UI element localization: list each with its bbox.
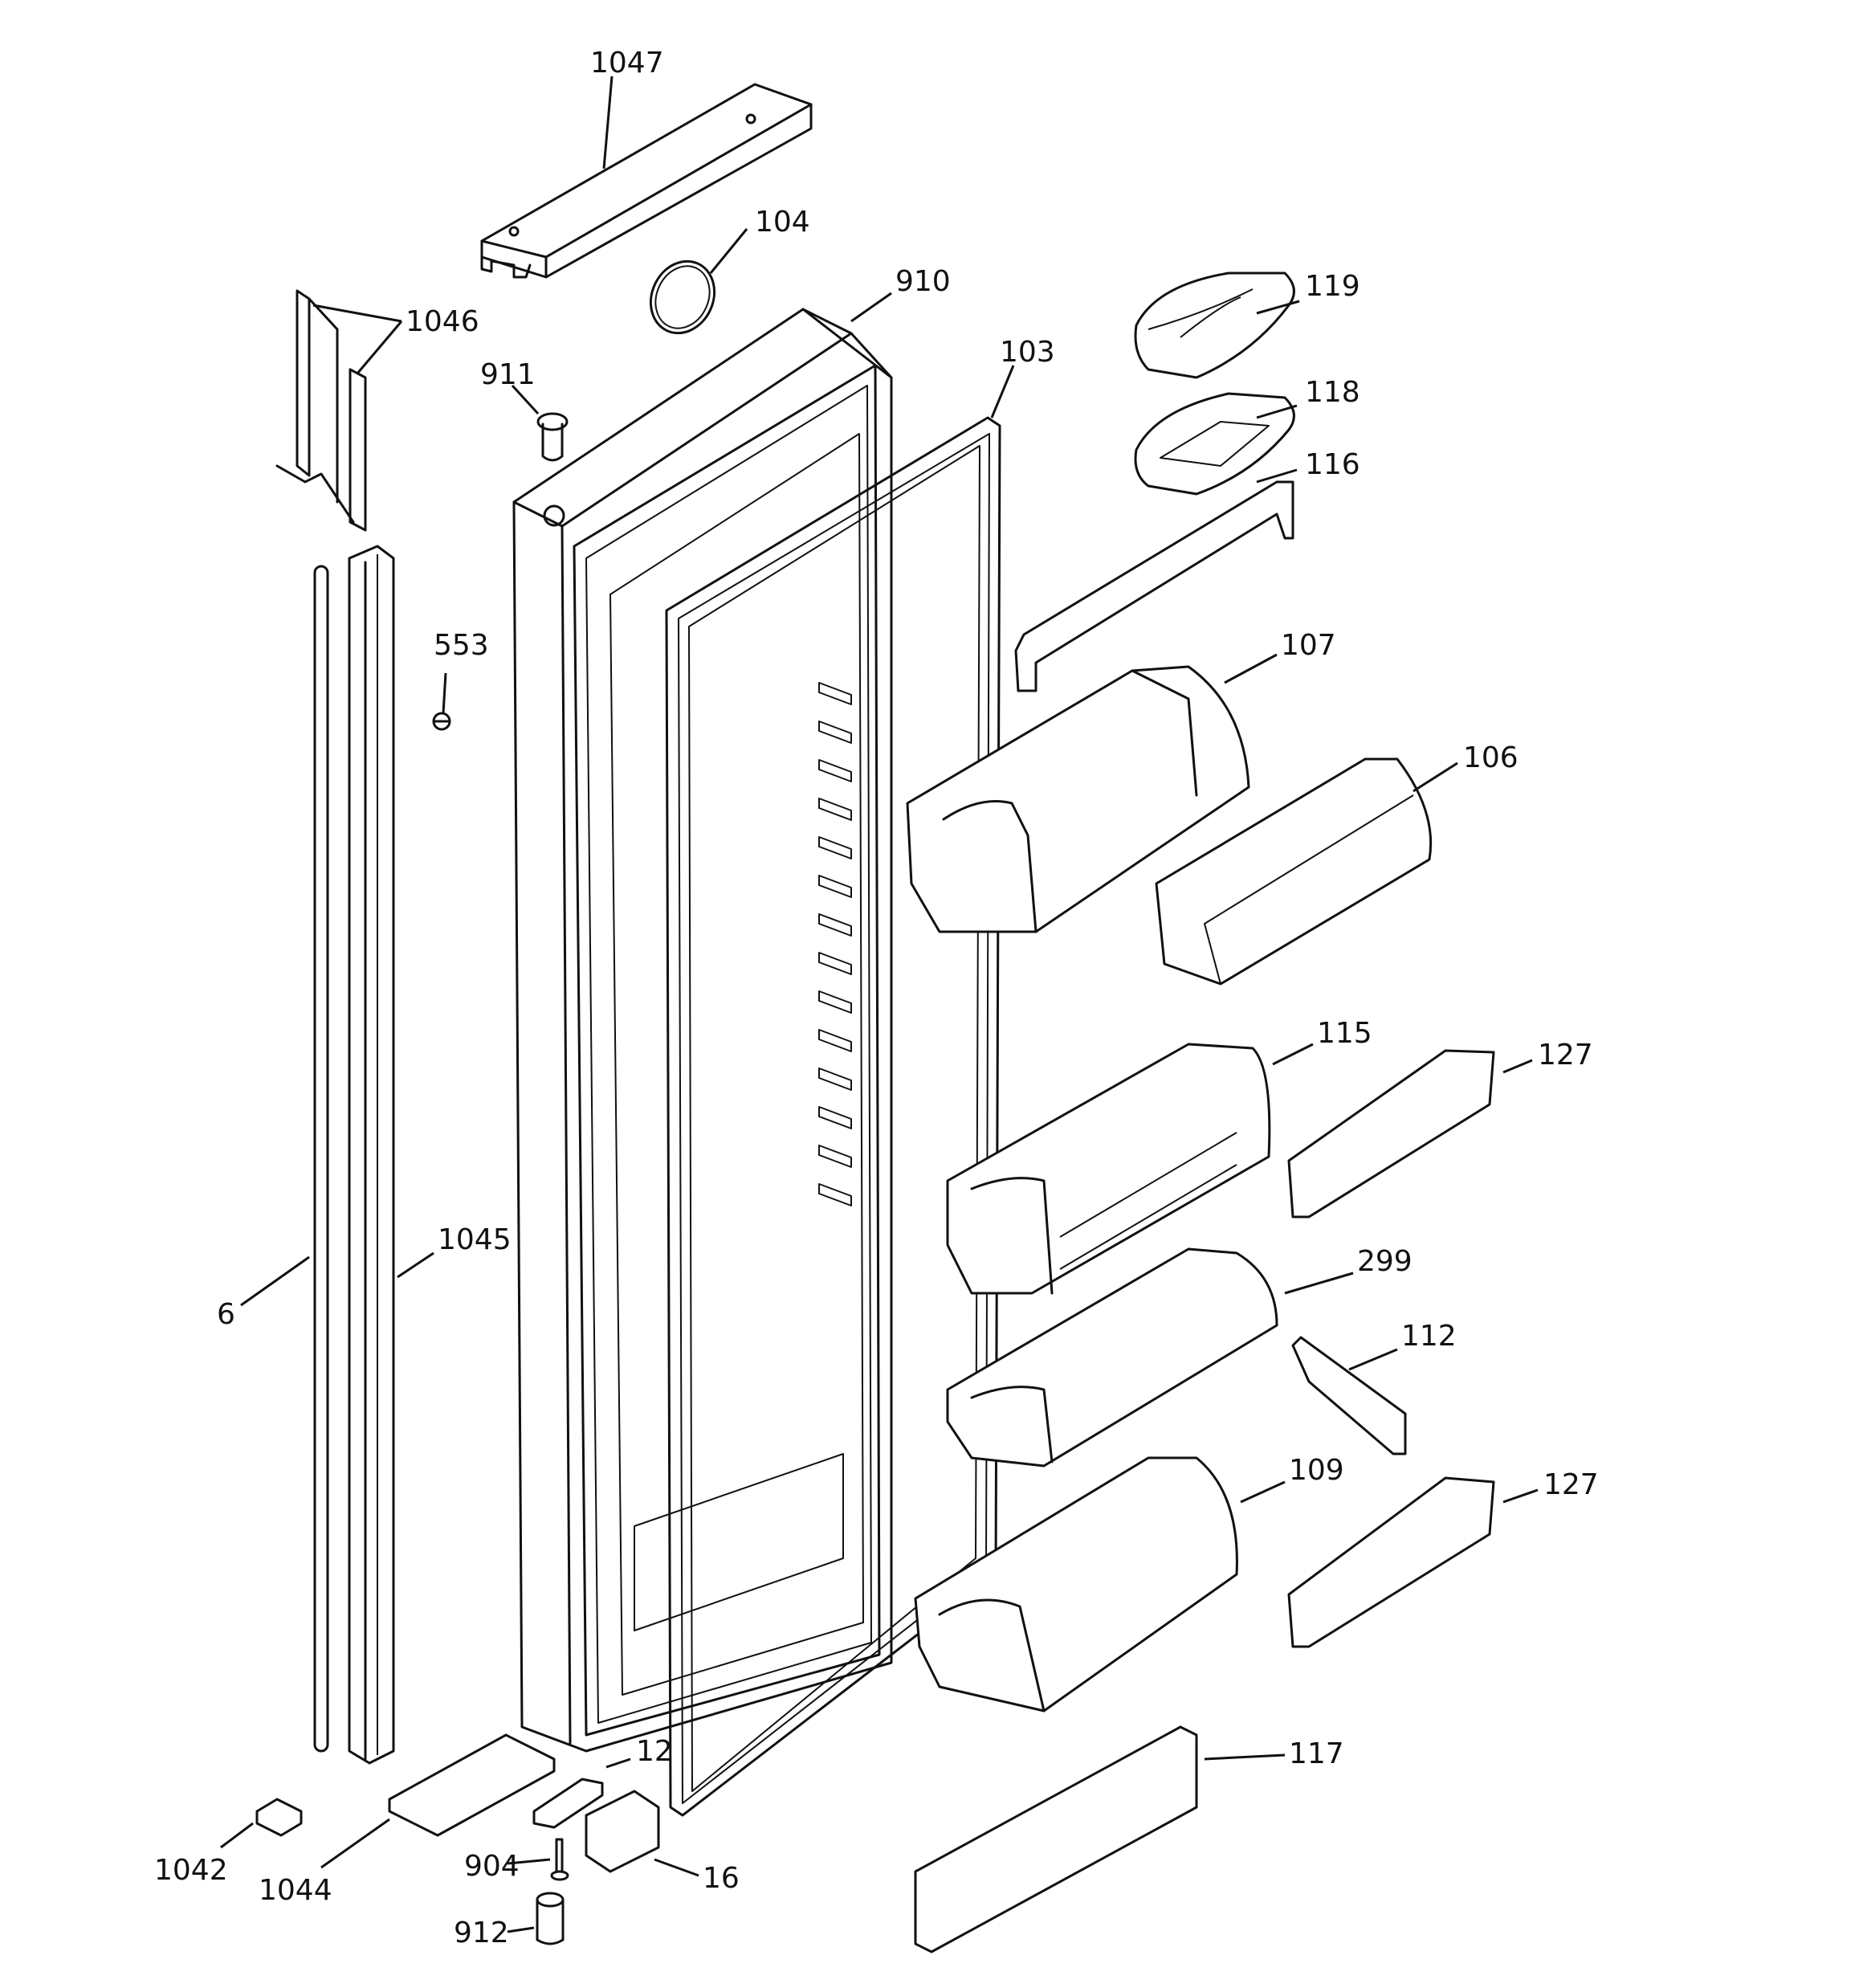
label-119: 119 [1305,270,1360,303]
part-1042-clip [255,1798,303,1837]
label-116: 116 [1305,448,1360,481]
part-6-rod [313,565,329,1753]
label-118: 118 [1305,376,1360,409]
part-1047-top-cover [480,83,813,279]
part-127b-panel [1287,1476,1495,1648]
part-299-bin [946,1247,1278,1468]
part-911-bushing [536,412,569,462]
label-109: 109 [1289,1454,1344,1487]
part-127a-panel [1287,1049,1495,1219]
part-910-door [512,308,893,1753]
label-127-lower: 127 [1543,1468,1599,1501]
label-16: 16 [703,1862,740,1895]
label-553: 553 [434,629,489,662]
label-12: 12 [636,1735,673,1768]
label-1044: 1044 [259,1874,332,1907]
part-109-bin [914,1456,1238,1712]
label-1047: 1047 [590,47,664,80]
part-115-bin [946,1043,1271,1295]
label-106: 106 [1463,741,1519,774]
label-117: 117 [1289,1737,1344,1770]
label-1045: 1045 [438,1223,512,1256]
label-115: 115 [1317,1017,1372,1050]
label-103: 103 [1000,336,1055,369]
label-912: 912 [454,1917,509,1949]
leader-lines [220,76,1539,1933]
label-1042: 1042 [154,1854,228,1887]
part-119-cover [1134,271,1295,379]
part-12-bracket [532,1778,604,1829]
label-911: 911 [480,358,536,391]
part-116-rail [1014,480,1294,692]
part-104-ring [649,259,716,335]
part-904-screw [550,1838,569,1881]
part-117-front [914,1725,1198,1953]
part-labels: 1047 104 910 1046 911 103 119 118 116 55… [154,47,1599,1949]
part-112-divider [1291,1336,1407,1455]
part-106-bin [1155,757,1433,986]
label-6: 6 [217,1298,235,1331]
part-1045-channel [348,545,395,1765]
label-1046: 1046 [406,305,479,338]
part-553-screw [432,712,451,731]
part-1046-strips [275,289,367,532]
label-910: 910 [895,265,951,298]
part-16-hinge [585,1790,660,1873]
part-1044-bracket [388,1733,556,1837]
part-118-tray [1134,392,1295,496]
label-107: 107 [1281,629,1336,662]
label-904: 904 [464,1850,520,1883]
label-104: 104 [755,206,810,239]
label-127-upper: 127 [1538,1039,1593,1072]
label-299: 299 [1357,1245,1413,1278]
shelf-pegs [818,682,852,1206]
part-107-bin [906,665,1250,933]
label-112: 112 [1401,1320,1457,1353]
part-912-bushing [536,1892,565,1945]
